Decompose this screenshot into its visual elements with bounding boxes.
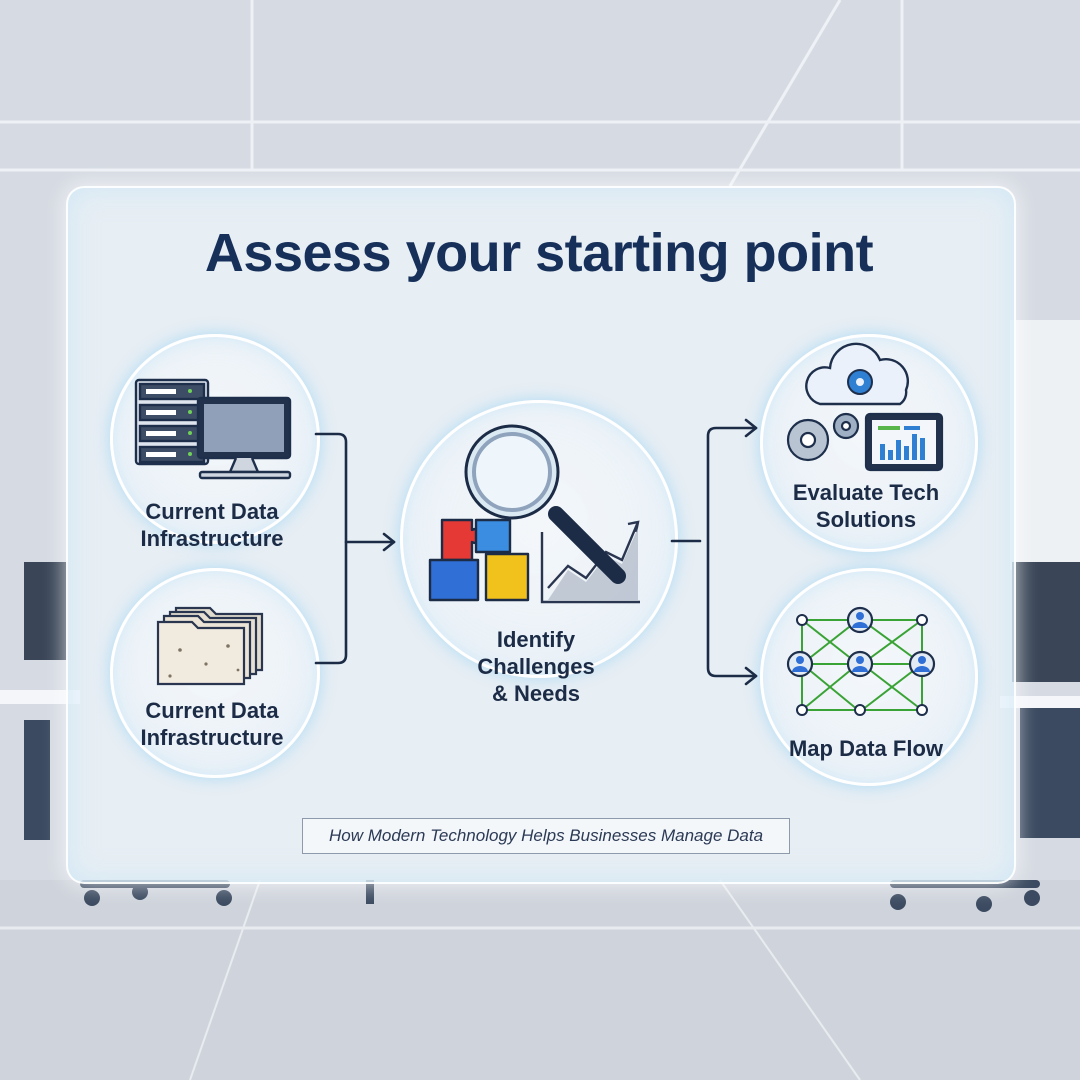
node-label-current-infrastructure-bottom: Current Data Infrastructure	[140, 698, 284, 750]
node-label-identify-challenges: Identify Challenges & Needs	[477, 627, 595, 706]
page-title: Assess your starting point	[204, 223, 874, 283]
node-label-map-data-flow: Map Data Flow	[788, 736, 943, 761]
node-label-evaluate-tech: Evaluate Tech Solutions	[792, 480, 940, 532]
node-label-current-infrastructure-top: Current Data Infrastructure	[140, 499, 284, 551]
node-circle-bottom-right	[760, 568, 978, 786]
caption-box: How Modern Technology Helps Businesses M…	[302, 818, 790, 854]
